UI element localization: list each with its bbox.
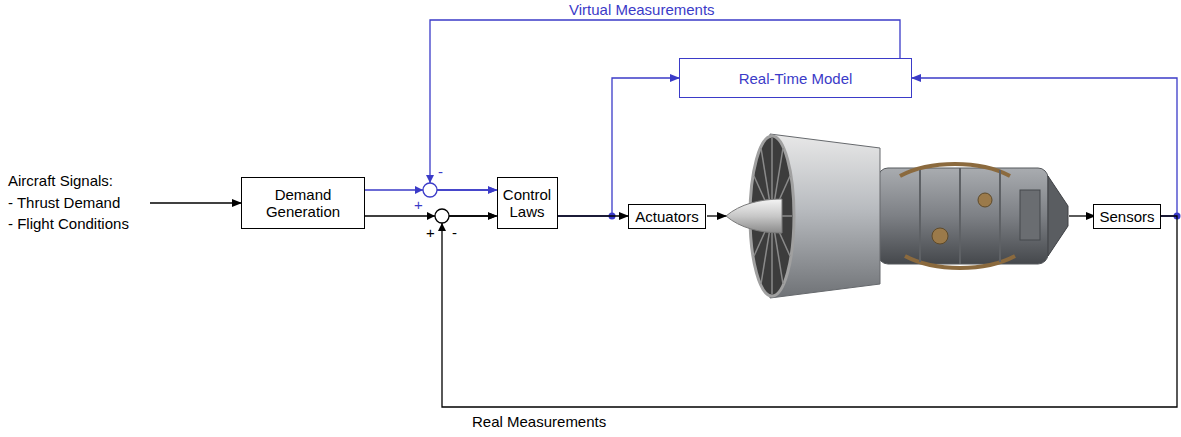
signal-arrow bbox=[1069, 215, 1095, 216]
signal-line bbox=[558, 215, 629, 216]
sign-label: - bbox=[438, 163, 443, 181]
summing-junction bbox=[435, 209, 449, 223]
model-box: Real-Time Model bbox=[679, 58, 912, 98]
controller-box: Control Laws bbox=[497, 177, 558, 229]
input-arrow bbox=[150, 202, 241, 203]
sign-label: + bbox=[426, 224, 435, 242]
node-text: Actuators bbox=[635, 208, 698, 225]
edge-label: Real Measurements bbox=[470, 413, 608, 431]
process-box: Demand Generation bbox=[241, 177, 365, 229]
signal-line bbox=[912, 78, 1177, 216]
node-text: Demand Generation bbox=[246, 186, 360, 220]
sensor-box: Sensors bbox=[1093, 204, 1161, 229]
node-text: Sensors bbox=[1099, 208, 1154, 225]
input-label: - Flight Conditions bbox=[8, 215, 129, 233]
sign-label: + bbox=[414, 196, 423, 214]
signal-arrow bbox=[707, 215, 726, 216]
signal-line bbox=[430, 20, 900, 190]
input-label: - Thrust Demand bbox=[8, 194, 120, 212]
summing-junction bbox=[423, 183, 437, 197]
input-label: Aircraft Signals: bbox=[8, 172, 113, 190]
engine-picture bbox=[726, 134, 1068, 298]
signal-line bbox=[442, 216, 1177, 407]
actuator-box: Actuators bbox=[628, 204, 706, 229]
signal-line bbox=[558, 78, 680, 216]
sign-label: - bbox=[452, 224, 457, 242]
node-text: Real-Time Model bbox=[739, 70, 853, 87]
node-text: Control Laws bbox=[502, 186, 553, 220]
edge-label: Virtual Measurements bbox=[567, 1, 717, 19]
